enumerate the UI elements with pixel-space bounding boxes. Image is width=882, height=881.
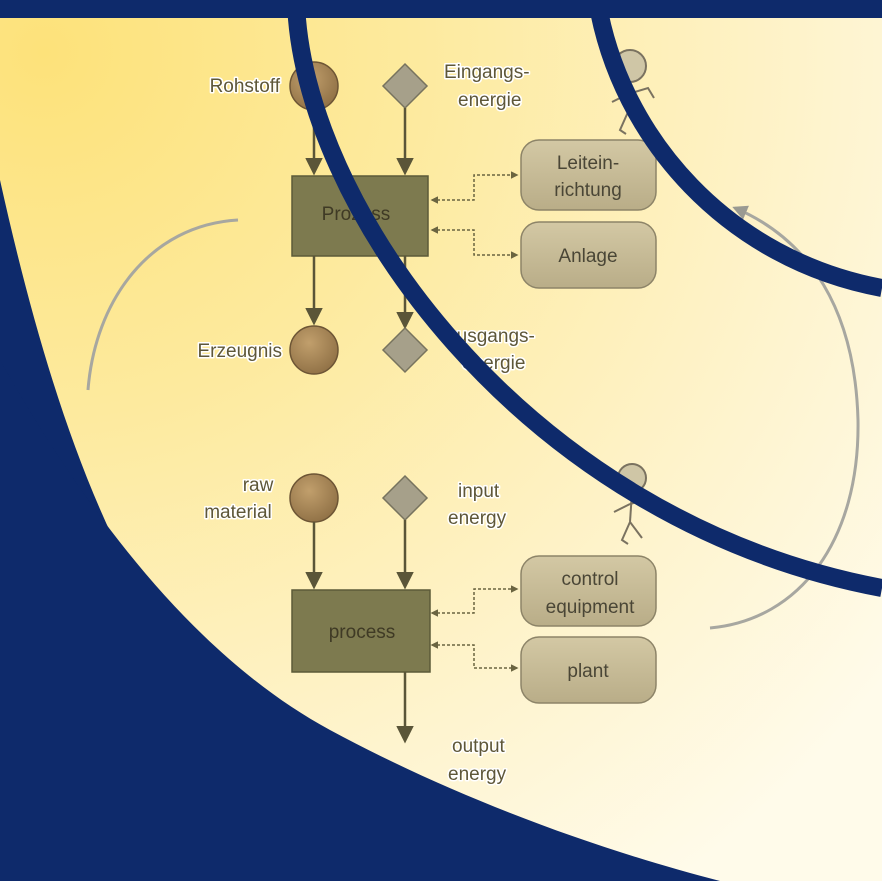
process-label-en: process <box>329 622 396 643</box>
cycle-arrow-right <box>709 205 860 630</box>
plant-link-en <box>430 641 519 672</box>
control-link-en <box>430 585 519 617</box>
product-label: Erzeugnis <box>198 341 283 362</box>
control-label-en-1: control <box>561 569 618 590</box>
navy-sweep-bottom <box>0 360 720 881</box>
cycle-arrow-left <box>86 218 239 391</box>
output-energy-diamond <box>381 326 429 374</box>
top-bar <box>0 0 882 18</box>
input-energy-label-en-2: energy <box>448 508 507 529</box>
plant-label: Anlage <box>558 246 617 267</box>
raw-material-label-en-2: material <box>204 502 272 523</box>
plant-box-en <box>520 636 657 704</box>
raw-material-label-en-1: raw <box>243 475 274 496</box>
raw-material-circle-en <box>289 473 339 523</box>
raw-material-label: Rohstoff <box>210 76 281 97</box>
german-diagram: Rohstoff Eingangs- energie Prozess Leite… <box>196 49 657 376</box>
input-energy-label-1: Eingangs- <box>444 62 530 83</box>
plant-label-en: plant <box>567 661 609 682</box>
arc-1 <box>287 0 882 597</box>
control-link <box>430 171 519 204</box>
plant-box <box>520 221 657 289</box>
plant-link <box>430 226 519 259</box>
output-energy-label-en-2: energy <box>448 764 507 785</box>
control-label-en-2: equipment <box>546 597 635 618</box>
control-equipment-box <box>520 139 657 211</box>
product-circle <box>289 325 339 375</box>
control-label-2: richtung <box>554 180 622 201</box>
english-diagram: raw material input energy process contro… <box>203 463 657 787</box>
process-box-en <box>291 589 431 673</box>
input-energy-label-2: energie <box>458 90 521 111</box>
input-energy-label-en-1: input <box>458 481 500 502</box>
arc-2 <box>588 0 882 297</box>
output-energy-label-en-1: output <box>452 736 506 757</box>
control-equipment-box-en <box>520 555 657 627</box>
control-label-1: Leitein- <box>557 153 619 174</box>
